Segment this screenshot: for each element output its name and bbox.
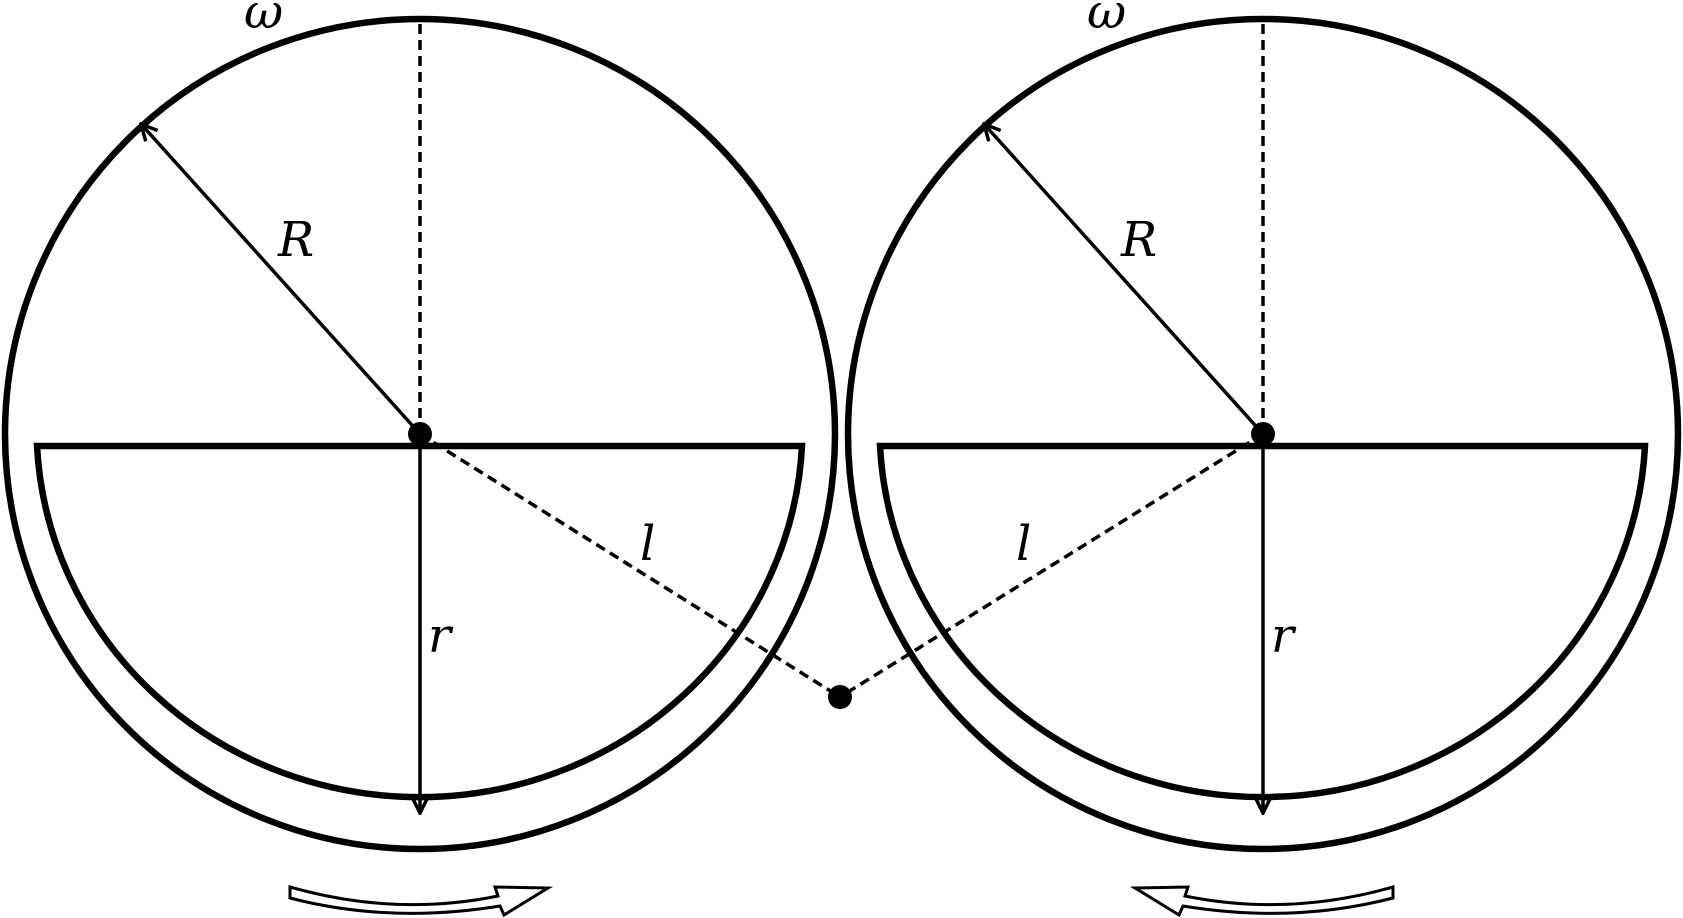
right-wheel: ω R r [844,0,1682,853]
left-radius-big-arrow [141,124,422,436]
rotation-arrow-left-icon [288,885,554,918]
rotation-arrow-right-icon [1129,885,1395,918]
left-omega-label: ω [244,0,283,40]
rotation-arrow-counterclockwise [1129,885,1395,918]
left-wheel: ω R r [1,0,839,853]
left-arm-label: l [640,516,655,572]
right-radius-big-arrow [984,124,1265,436]
left-small-radius-label: r [428,608,454,664]
right-outer-circle [844,15,1682,853]
right-big-radius-label: R [1120,212,1157,268]
joint-dot [828,685,852,709]
rotation-arrow-clockwise [288,885,554,918]
left-arm-dashed [419,432,841,699]
right-omega-label: ω [1087,0,1126,40]
linkage: l l [419,432,1264,709]
left-big-radius-label: R [277,212,314,268]
left-outer-circle [1,15,839,853]
right-arm-label: l [1016,516,1031,572]
right-small-radius-label: r [1271,608,1297,664]
right-arm-dashed [839,432,1264,699]
